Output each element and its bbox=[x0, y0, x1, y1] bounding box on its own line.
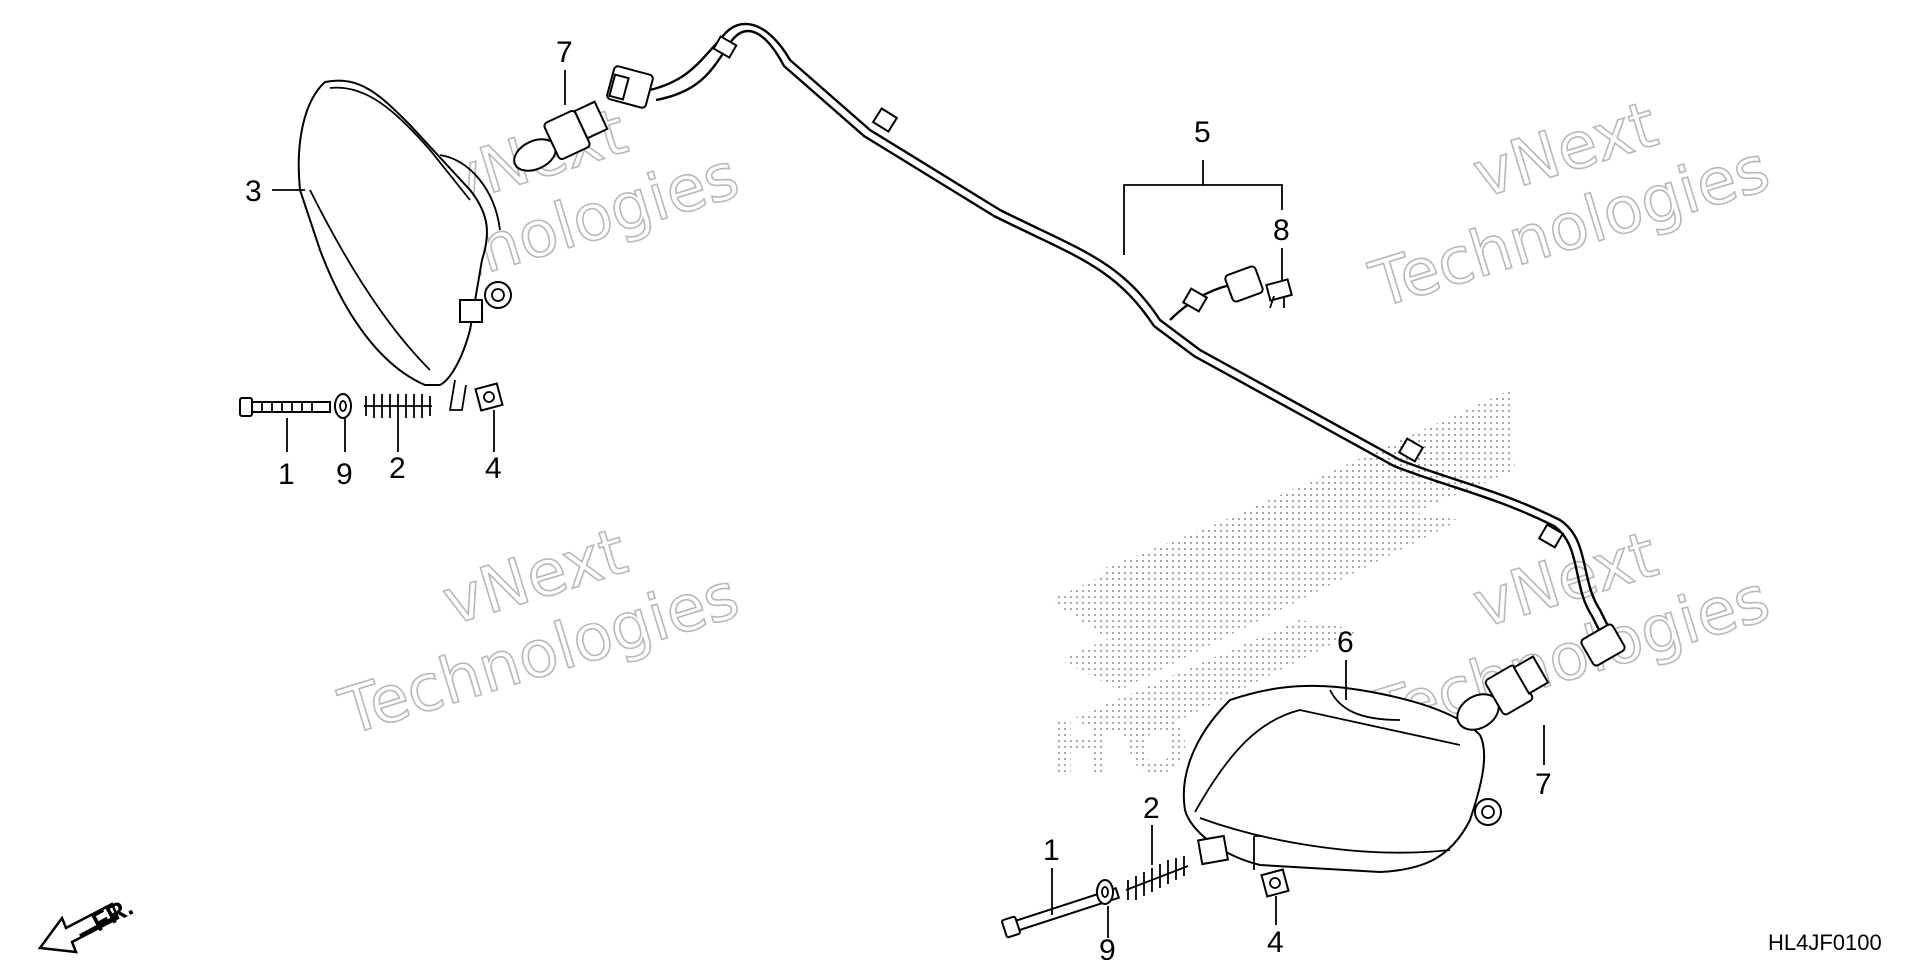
right-washer bbox=[1096, 879, 1114, 905]
left-nut bbox=[474, 382, 504, 412]
callout-9-right-washer: 9 bbox=[1099, 934, 1116, 960]
harness-connector-clip bbox=[1265, 278, 1293, 309]
diagram-code: HL4JF0100 bbox=[1768, 930, 1882, 955]
watermark-bottom-left: vNext Technologies bbox=[331, 514, 748, 751]
left-headlight bbox=[297, 79, 512, 411]
wiring-harness bbox=[606, 22, 1626, 667]
callout-2-left-spring: 2 bbox=[389, 452, 406, 485]
right-headlight-bulb bbox=[1456, 655, 1550, 731]
callout-3-left-headlight: 3 bbox=[245, 175, 262, 208]
callout-6-right-headlight: 6 bbox=[1337, 626, 1354, 659]
left-adjusting-bolt bbox=[239, 397, 331, 417]
callout-1-left-bolt: 1 bbox=[278, 458, 295, 491]
left-spring bbox=[364, 394, 432, 418]
callout-leaders bbox=[272, 70, 1545, 938]
right-headlight bbox=[1182, 684, 1502, 874]
callout-2-right-spring: 2 bbox=[1143, 792, 1160, 825]
watermark-top-right: vNext Technologies bbox=[1361, 87, 1778, 324]
right-adjusting-bolt bbox=[1001, 886, 1121, 939]
right-spring bbox=[1125, 856, 1189, 900]
callout-9-left-washer: 9 bbox=[336, 458, 353, 491]
left-washer bbox=[334, 393, 352, 419]
callout-4-right-nut: 4 bbox=[1267, 926, 1284, 959]
front-direction-arrow: FR. bbox=[37, 891, 138, 954]
callout-7-left-bulb: 7 bbox=[556, 36, 573, 69]
right-nut bbox=[1260, 868, 1290, 898]
callout-1-right-bolt: 1 bbox=[1043, 834, 1060, 867]
callout-7-right-bulb: 7 bbox=[1535, 768, 1552, 801]
callout-8-harness-connector: 8 bbox=[1273, 214, 1290, 247]
callout-5-harness: 5 bbox=[1194, 116, 1211, 149]
callout-4-left-nut: 4 bbox=[485, 452, 502, 485]
left-headlight-bulb bbox=[513, 100, 609, 172]
